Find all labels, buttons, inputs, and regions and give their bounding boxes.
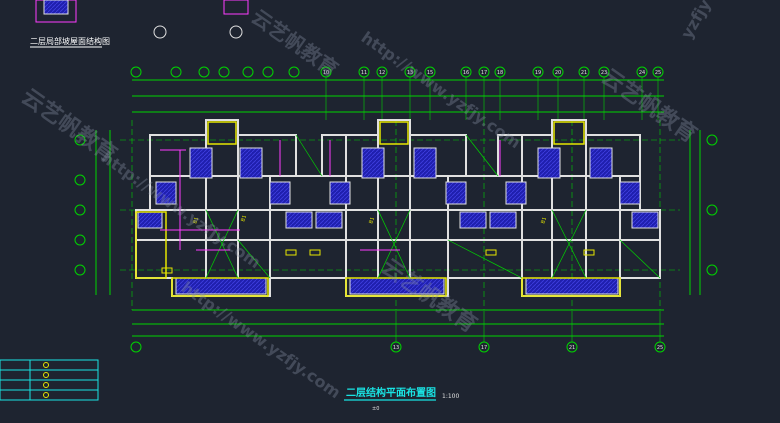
beam-label: B1 — [368, 216, 376, 224]
top-axis-balloon — [198, 66, 210, 78]
top-axis-balloon — [358, 66, 370, 78]
slab-blocks — [137, 147, 659, 295]
top-axis-balloon — [404, 66, 416, 78]
top-axis-label: 21 — [581, 70, 587, 76]
bottom-axis-label: 13 — [393, 345, 399, 351]
top-axis-label: 24 — [639, 70, 645, 76]
main-title: 二层结构平面布置图 — [346, 386, 436, 399]
top-axis-balloon — [288, 66, 300, 78]
top-axis-label: 25 — [655, 70, 661, 76]
top-axis-balloon — [478, 66, 490, 78]
bottom-dimension-lines — [132, 309, 664, 337]
top-axis-balloon — [130, 66, 142, 78]
legend-table — [0, 359, 99, 401]
top-axis-label: 11 — [361, 70, 367, 76]
top-axis-balloon — [578, 66, 590, 78]
top-axis-balloon — [262, 66, 274, 78]
top-axis-label: 18 — [497, 70, 503, 76]
top-axis-balloon — [598, 66, 610, 78]
bottom-note: ±0 — [372, 406, 379, 412]
top-axis-balloon — [320, 66, 332, 78]
top-axis-label: 19 — [535, 70, 541, 76]
top-axis-label: 17 — [481, 70, 487, 76]
beam-label: B1 — [540, 216, 548, 224]
top-axis-label: 13 — [407, 70, 413, 76]
top-axis-balloon — [460, 66, 472, 78]
watermarks: 云艺帆教育 云艺帆教育 云艺帆教育 云艺帆教育 http://www.yzfjy… — [17, 0, 715, 402]
watermark-brand: 云艺帆教育 — [247, 4, 343, 81]
beam-label: B1 — [240, 214, 248, 222]
sub-title: 二层局部坡屋面结构图 — [30, 36, 110, 46]
bottom-axis-label: 25 — [657, 345, 663, 351]
top-dimension-lines — [132, 79, 664, 113]
yellow-markers — [161, 249, 595, 274]
top-axis-balloon — [170, 66, 182, 78]
bottom-axis-balloon — [478, 341, 490, 353]
top-axis-balloon — [242, 66, 254, 78]
top-axis-balloon — [376, 66, 388, 78]
top-axis-balloon — [636, 66, 648, 78]
top-axis-label: 15 — [427, 70, 433, 76]
top-axis-balloon — [424, 66, 436, 78]
top-axis-balloon — [218, 66, 230, 78]
bottom-axis-label: 17 — [481, 345, 487, 351]
top-axis-label: 20 — [555, 70, 561, 76]
top-axis-balloon — [494, 66, 506, 78]
top-axis-label: 23 — [601, 70, 607, 76]
bottom-axis-balloon — [130, 341, 142, 353]
bottom-axis-labels: 13 17 21 25 — [130, 311, 666, 353]
top-axis-label: 16 — [463, 70, 469, 76]
beam-label: B1 — [192, 216, 200, 224]
top-axis-balloon — [652, 66, 664, 78]
bottom-axis-balloon — [566, 341, 578, 353]
top-axis-balloon — [532, 66, 544, 78]
bottom-axis-balloon — [654, 341, 666, 353]
top-axis-label: 12 — [379, 70, 385, 76]
left-axis-balloons — [74, 130, 111, 295]
slab-diagonals — [205, 134, 661, 279]
watermark-url: http://www.yzfjy.com — [358, 28, 525, 153]
bottom-axis-label: 21 — [569, 345, 575, 351]
scale-label: 1:100 — [442, 393, 459, 400]
watermark-short: yzfjy — [677, 0, 715, 42]
top-axis-balloon — [552, 66, 564, 78]
top-axis-labels: 10 11 12 13 15 16 17 18 19 20 21 23 24 25 — [130, 66, 664, 120]
bottom-axis-balloon — [390, 341, 402, 353]
rebar-marks — [160, 140, 501, 251]
right-axis-balloons — [689, 130, 718, 295]
top-axis-label: 10 — [323, 70, 329, 76]
stair-blocks — [135, 121, 621, 297]
detail-fragment: 二层局部坡屋面结构图 — [30, 0, 249, 48]
beam-labels: B1 B1 B1 B1 — [192, 214, 548, 224]
